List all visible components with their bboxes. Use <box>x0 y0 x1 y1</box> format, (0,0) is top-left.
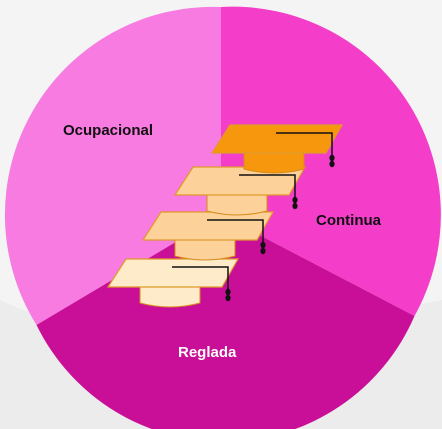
graduation-cap-step <box>141 211 275 261</box>
segment-label-continua: Continua <box>316 212 381 229</box>
segment-ocupacional <box>4 6 222 326</box>
graduation-cap-step <box>106 258 240 308</box>
segment-label-reglada: Reglada <box>178 344 237 361</box>
segment-reglada <box>36 215 415 429</box>
graduation-cap-step <box>210 124 344 174</box>
graduation-caps-staircase-icon <box>106 124 344 308</box>
segment-label-ocupacional: Ocupacional <box>63 122 154 139</box>
